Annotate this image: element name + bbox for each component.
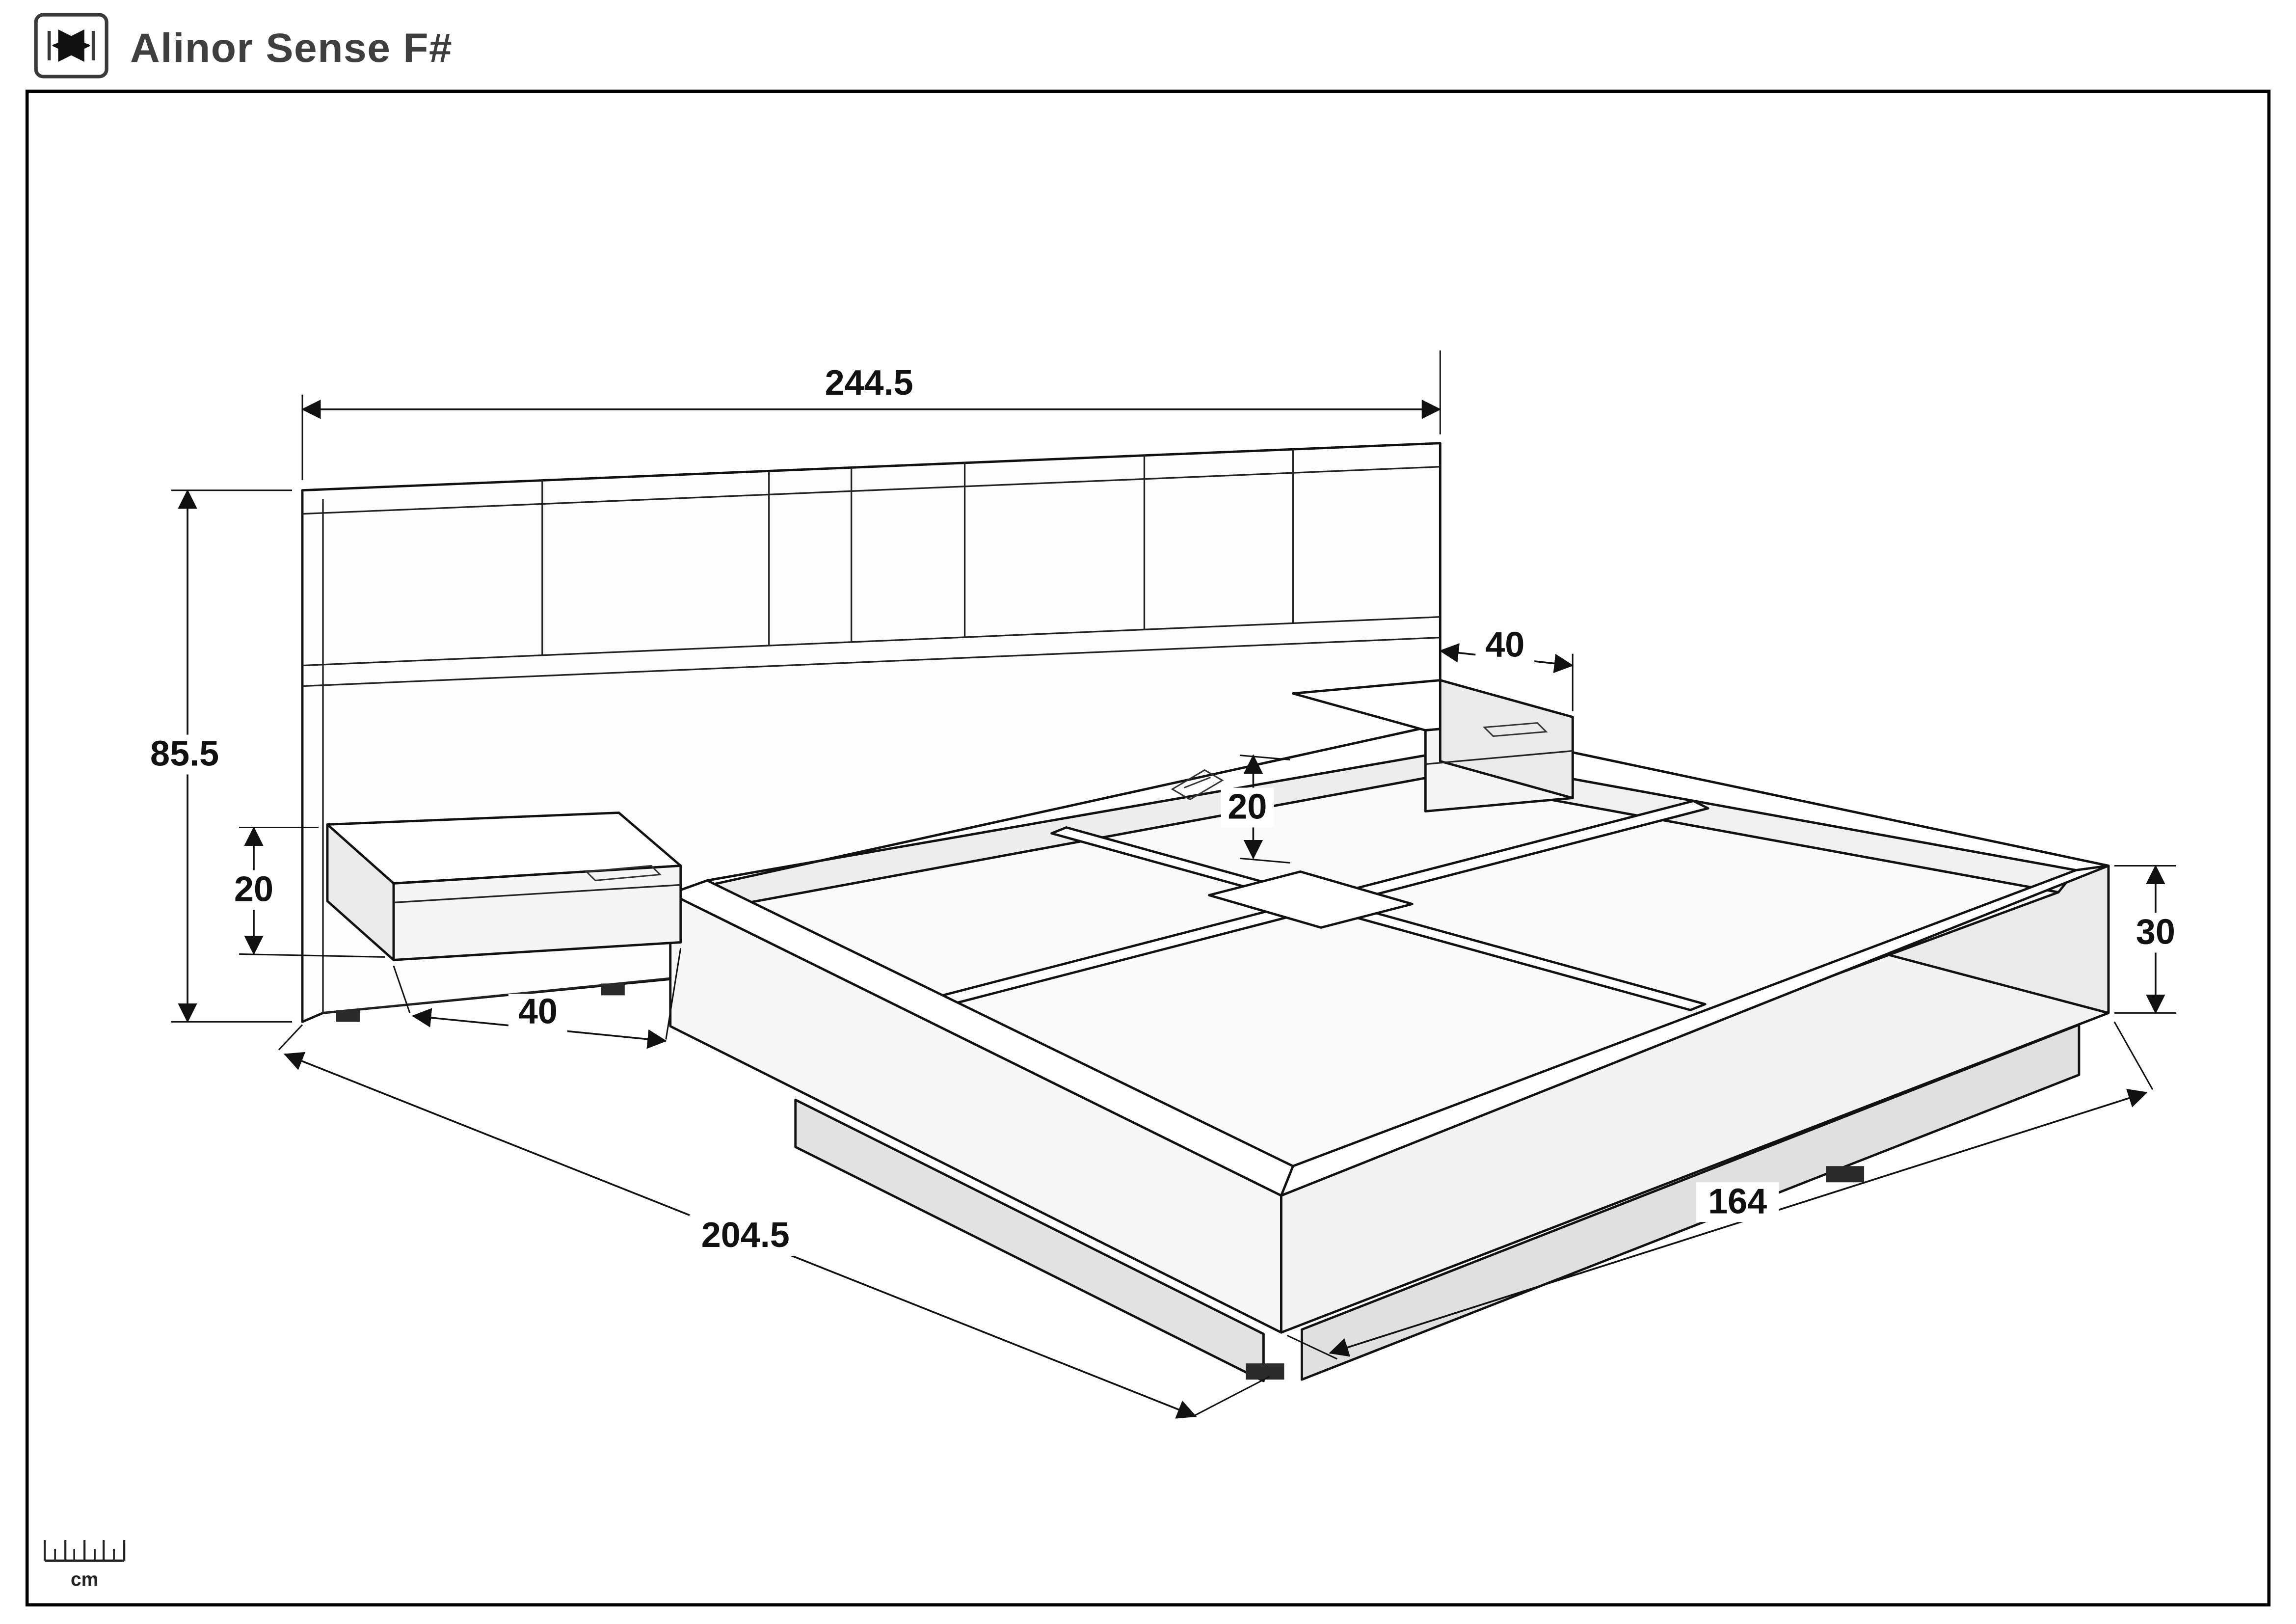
drawer-handle — [585, 865, 662, 882]
dim-label: 20 — [234, 869, 273, 909]
page-title: Alinor Sense F# — [130, 25, 453, 71]
dim-headboard-width: 244.5 — [301, 350, 1442, 480]
dimension-icon — [34, 13, 108, 79]
bed-foot — [1826, 1166, 1865, 1183]
dim-label: 40 — [518, 992, 558, 1031]
storage-center-box — [1208, 870, 1414, 929]
dimension-annotations: 244.5 85.5 20 40 — [142, 350, 2181, 1419]
dim-label: 85.5 — [150, 734, 219, 774]
drawer-handle — [1482, 722, 1548, 737]
dim-label: 244.5 — [825, 363, 913, 403]
headboard-foot — [336, 1010, 360, 1022]
scale-ruler-icon: cm — [44, 1540, 126, 1590]
page-header: Alinor Sense F# — [34, 13, 453, 79]
detail-marker-icon — [1171, 769, 1224, 801]
dim-label: 164 — [1708, 1182, 1767, 1221]
dim-nightstand-right-width: 40 — [1439, 625, 1574, 711]
dim-headboard-height: 85.5 — [142, 489, 293, 1023]
dim-bed-length: 204.5 — [278, 1024, 1270, 1419]
dim-label: 20 — [1228, 787, 1267, 826]
dim-frame-height: 30 — [2114, 865, 2181, 1014]
headboard-foot — [601, 983, 625, 996]
unit-label: cm — [71, 1569, 98, 1590]
bed-foot — [1246, 1363, 1284, 1380]
dim-label: 204.5 — [701, 1216, 790, 1255]
dim-nightstand-left-width: 40 — [393, 948, 682, 1049]
dim-nightstand-left-height: 20 — [229, 826, 385, 958]
dim-label: 40 — [1485, 625, 1524, 665]
dim-bed-width: 164 — [1286, 1021, 2154, 1360]
dim-storage-height: 20 — [1171, 754, 1290, 864]
dim-label: 30 — [2136, 912, 2175, 951]
storage-partition — [1050, 826, 1707, 1011]
nightstand-left — [326, 812, 682, 961]
nightstand-right — [1292, 679, 1574, 812]
